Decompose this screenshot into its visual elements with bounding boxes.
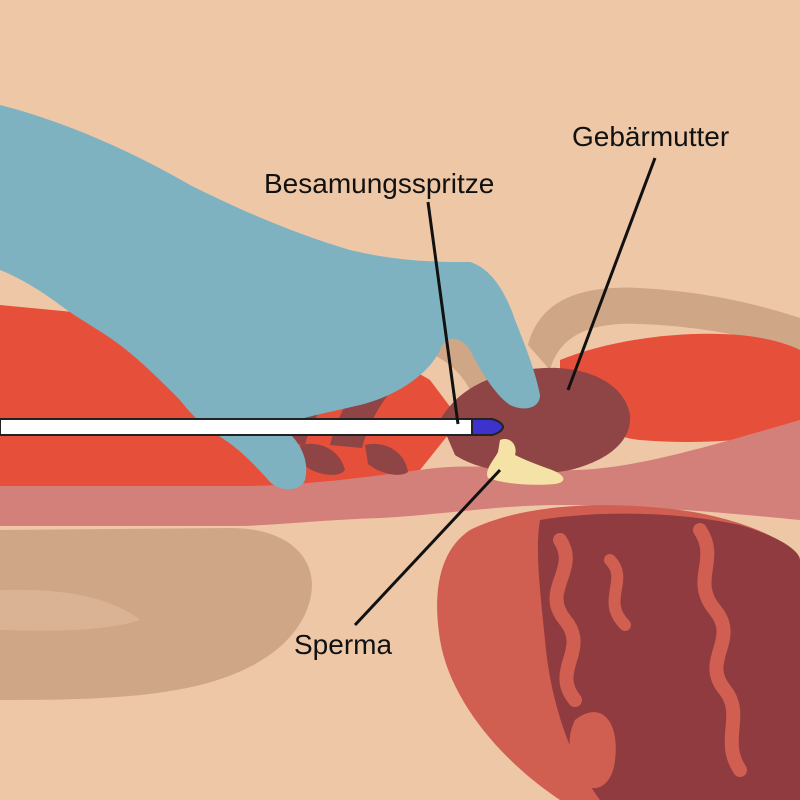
- semen-deposit: [487, 439, 564, 485]
- broad-ligament: [528, 287, 800, 370]
- tissue-fold: [549, 533, 582, 707]
- insemination-syringe: [0, 418, 477, 436]
- syringe-leader-line: [426, 201, 460, 425]
- syringe-tip: [471, 418, 505, 436]
- uterine-body: [440, 367, 631, 474]
- cervical-ring: [300, 443, 345, 475]
- syringe-label: Besamungsspritze: [264, 168, 494, 199]
- bladder-fold: [0, 589, 140, 631]
- semen-leader-line: [353, 468, 502, 627]
- gloved-hand: [0, 105, 540, 490]
- tissue-fold: [693, 523, 747, 777]
- bladder-region: [0, 528, 312, 700]
- uterus-leader-line: [566, 157, 657, 391]
- semen-label: Sperma: [294, 629, 392, 660]
- tissue-fold: [486, 566, 507, 610]
- tissue-fold: [604, 554, 631, 631]
- tissue-fold: [569, 712, 616, 789]
- uterus-label: Gebärmutter: [572, 121, 729, 152]
- cervical-ring: [365, 443, 408, 475]
